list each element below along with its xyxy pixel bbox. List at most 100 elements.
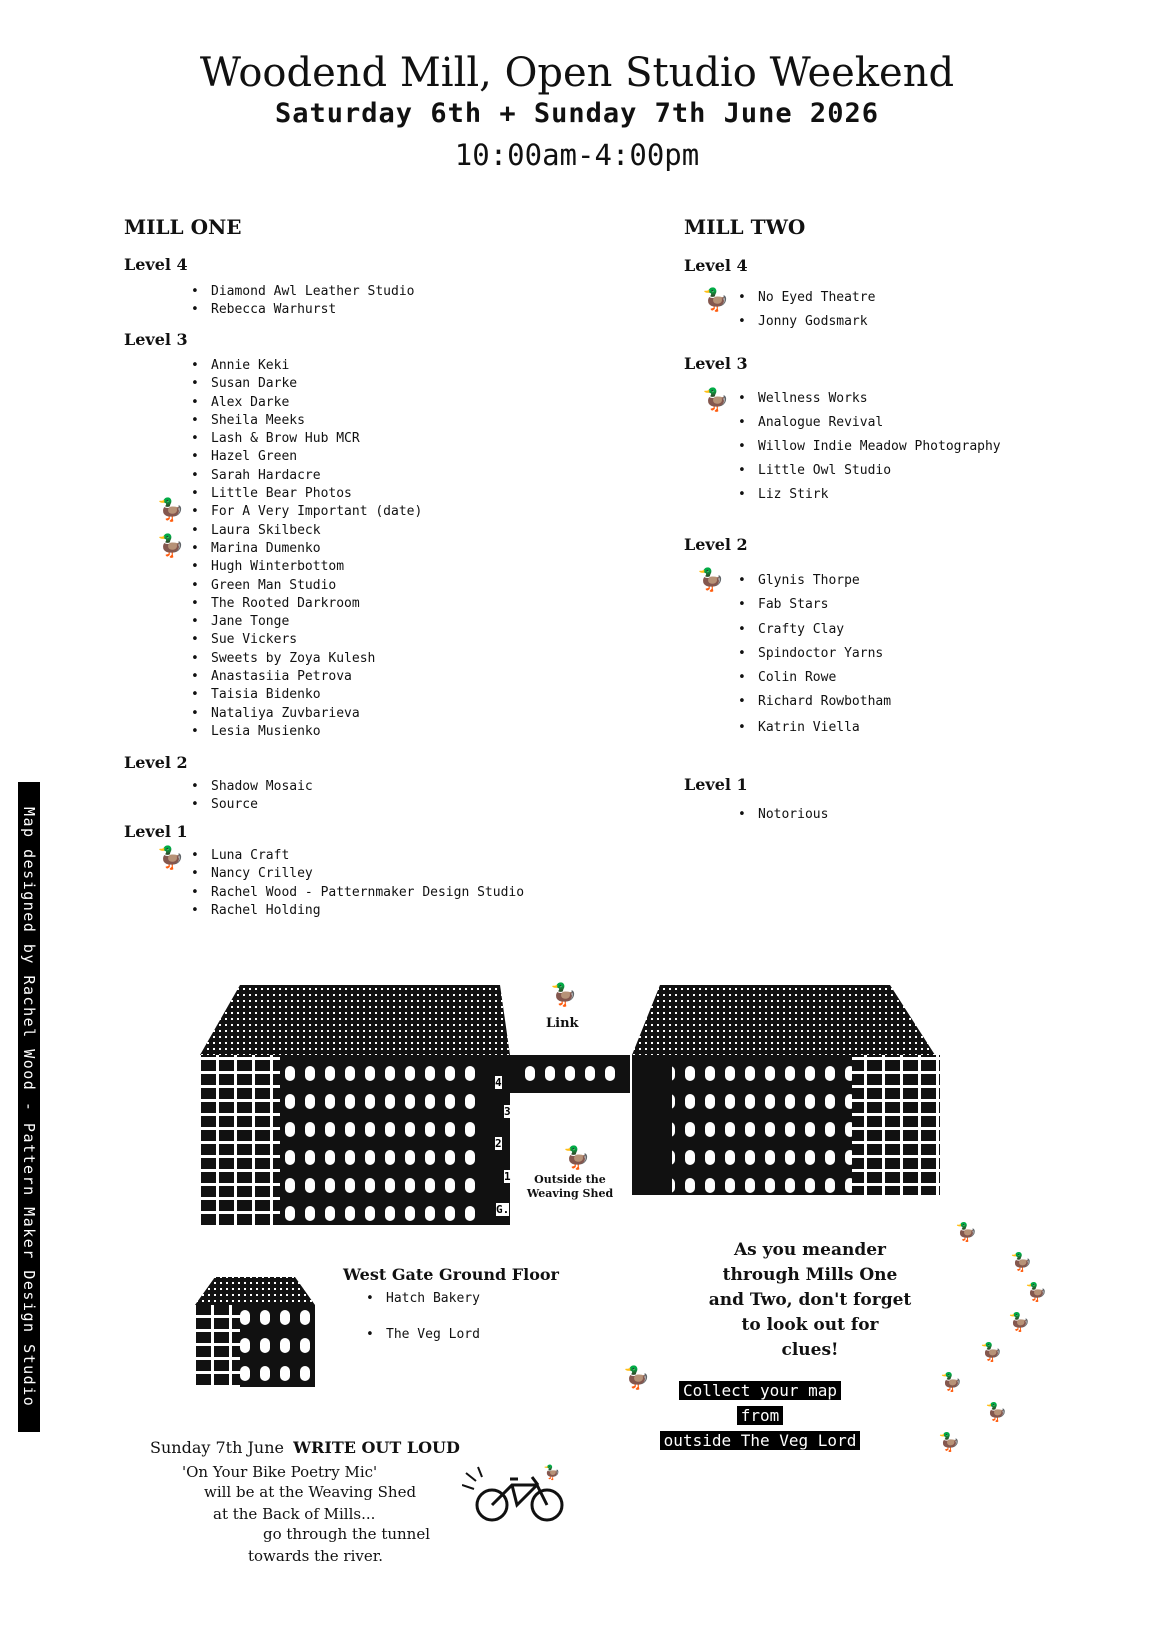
mill-one-level-4: Level 4 — [124, 255, 188, 274]
list-item: Green Man Studio — [191, 577, 422, 595]
collect-line: from — [736, 1406, 784, 1425]
west-gate-heading: West Gate Ground Floor — [343, 1265, 559, 1284]
duck-icon: 🦆 — [1025, 1282, 1048, 1303]
duck-icon: 🦆 — [985, 1402, 1008, 1423]
duck-icon: 🦆 — [623, 1366, 651, 1391]
list-item: Rebecca Warhurst — [191, 301, 415, 319]
list-item: Jane Tonge — [191, 613, 422, 631]
poetry-line: will be at the Weaving Shed — [204, 1483, 417, 1501]
clues-line: clues! — [781, 1340, 839, 1360]
mill-two-level-1-list: Notorious — [738, 804, 828, 828]
clues-line: and Two, don't forget — [708, 1290, 912, 1310]
list-item: Source — [191, 796, 313, 814]
duck-icon: 🦆 — [702, 388, 730, 413]
duck-icon: 🦆 — [702, 288, 730, 313]
list-item: Sarah Hardacre — [191, 467, 422, 485]
west-gate-building — [195, 1277, 315, 1387]
west-gate-list: Hatch Bakery The Veg Lord — [366, 1290, 480, 1348]
list-item: Nancy Crilley — [191, 865, 524, 883]
poetry-event: WRITE OUT LOUD — [293, 1438, 460, 1457]
designer-credit: Map designed by Rachel Wood - Pattern Ma… — [18, 782, 40, 1432]
list-item: Katrin Viella — [738, 717, 891, 741]
mill-one-level-3-list: Annie Keki Susan Darke Alex Darke Sheila… — [191, 357, 422, 741]
mill-one-heading: MILL ONE — [124, 215, 242, 239]
list-item: Analogue Revival — [738, 412, 1001, 436]
duck-icon: 🦆 — [157, 846, 185, 871]
list-item: Hazel Green — [191, 448, 422, 466]
floor-label: 3 — [504, 1105, 511, 1118]
list-item: Lash & Brow Hub MCR — [191, 430, 422, 448]
list-item: Laura Skilbeck — [191, 522, 422, 540]
mill-one-building — [200, 985, 510, 1225]
list-item: Alex Darke — [191, 394, 422, 412]
mill-one-level-1: Level 1 — [124, 822, 188, 841]
list-item: Willow Indie Meadow Photography — [738, 436, 1001, 460]
mill-two-level-2-list: Glynis Thorpe Fab Stars Crafty Clay Spin… — [738, 570, 891, 741]
collect-map-notice: Collect your map from outside The Veg Lo… — [630, 1378, 890, 1453]
list-item: Rachel Holding — [191, 902, 524, 920]
list-item: Crafty Clay — [738, 619, 891, 643]
poetry-line: towards the river. — [248, 1547, 384, 1565]
mill-two-level-4: Level 4 — [684, 256, 748, 275]
list-item: Notorious — [738, 804, 828, 828]
list-item: Marina Dumenko — [191, 540, 422, 558]
mill-one-level-3: Level 3 — [124, 330, 188, 349]
mill-two-level-1: Level 1 — [684, 775, 748, 794]
list-item: The Veg Lord — [366, 1326, 480, 1348]
clues-line: As you meander — [733, 1240, 886, 1260]
mills-map — [200, 985, 940, 1225]
poetry-line: 'On Your Bike Poetry Mic' — [182, 1463, 378, 1481]
mill-two-level-3: Level 3 — [684, 354, 748, 373]
duck-icon: 🦆 — [940, 1372, 963, 1393]
bicycle-icon — [462, 1466, 564, 1522]
list-item: Wellness Works — [738, 388, 1001, 412]
duck-icon: 🦆 — [697, 568, 725, 593]
poetry-heading: Sunday 7th June WRITE OUT LOUD — [150, 1438, 460, 1457]
duck-icon: 🦆 — [157, 534, 185, 559]
clues-line: to look out for — [741, 1315, 879, 1335]
list-item: Shadow Mosaic — [191, 778, 313, 796]
list-item: Colin Rowe — [738, 667, 891, 691]
mill-one-level-1-list: Luna Craft Nancy Crilley Rachel Wood - P… — [191, 847, 524, 920]
list-item: Hugh Winterbottom — [191, 558, 422, 576]
event-dates: Saturday 6th + Sunday 7th June 2026 — [275, 98, 879, 129]
shed-label-line: Outside the — [534, 1173, 606, 1186]
poetry-day: Sunday 7th June — [150, 1438, 284, 1457]
list-item: Glynis Thorpe — [738, 570, 891, 594]
duck-icon: 🦆 — [563, 1146, 591, 1171]
duck-icon: 🦆 — [550, 983, 578, 1008]
duck-icon: 🦆 — [543, 1465, 561, 1481]
list-item: Little Owl Studio — [738, 460, 1001, 484]
link-label: Link — [546, 1016, 579, 1031]
weaving-shed-label: Outside the Weaving Shed — [520, 1173, 620, 1201]
list-item: Sue Vickers — [191, 631, 422, 649]
poetry-line: go through the tunnel — [263, 1525, 430, 1543]
shed-label-line: Weaving Shed — [526, 1187, 614, 1200]
list-item: Jonny Godsmark — [738, 311, 875, 335]
list-item: Spindoctor Yarns — [738, 643, 891, 667]
list-item: Luna Craft — [191, 847, 524, 865]
list-item: Lesia Musienko — [191, 723, 422, 741]
link-bridge — [510, 1055, 630, 1093]
mill-two-level-2: Level 2 — [684, 535, 748, 554]
list-item: Rachel Wood - Patternmaker Design Studio — [191, 884, 524, 902]
duck-icon: 🦆 — [938, 1432, 961, 1453]
event-title: Woodend Mill, Open Studio Weekend — [199, 50, 955, 96]
floor-label: G. — [496, 1203, 510, 1216]
mill-one-level-2: Level 2 — [124, 753, 188, 772]
floor-label: 1 — [504, 1170, 511, 1183]
floor-label: 2 — [495, 1137, 502, 1150]
list-item: For A Very Important (date) — [191, 503, 422, 521]
list-item: Hatch Bakery — [366, 1290, 480, 1326]
mill-two-level-3-list: Wellness Works Analogue Revival Willow I… — [738, 388, 1001, 508]
collect-line: Collect your map — [678, 1381, 842, 1400]
mill-one-level-2-list: Shadow Mosaic Source — [191, 778, 313, 815]
list-item: Annie Keki — [191, 357, 422, 375]
list-item: Nataliya Zuvbarieva — [191, 705, 422, 723]
list-item: Anastasiia Petrova — [191, 668, 422, 686]
list-item: Taisia Bidenko — [191, 686, 422, 704]
list-item: Fab Stars — [738, 594, 891, 618]
list-item: Liz Stirk — [738, 484, 1001, 508]
clues-message: As you meander through Mills One and Two… — [680, 1238, 940, 1363]
event-times: 10:00am-4:00pm — [454, 138, 700, 172]
